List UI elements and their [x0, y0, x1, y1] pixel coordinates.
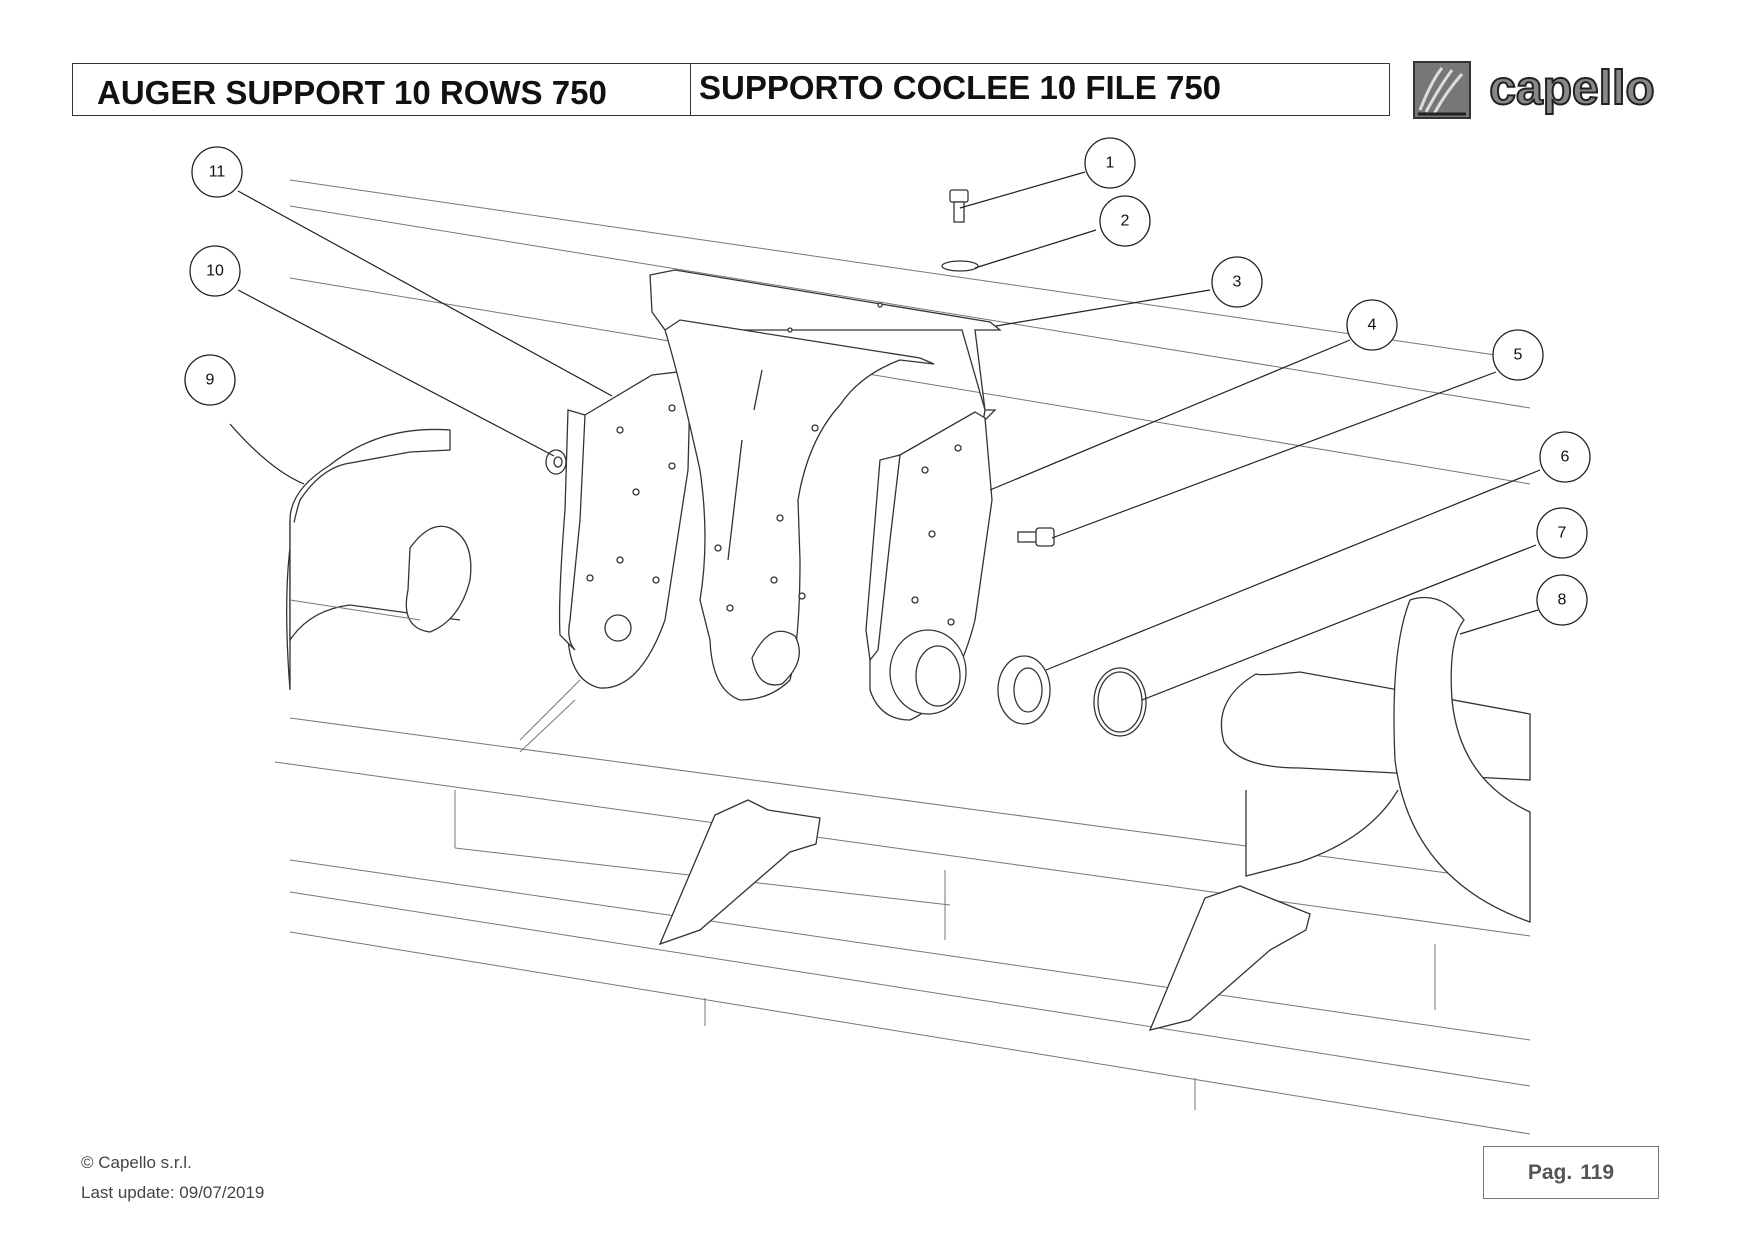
part-1-bolt [949, 189, 969, 223]
copyright-text: © Capello s.r.l. [81, 1153, 192, 1172]
part-5-bolt [1017, 527, 1055, 547]
svg-text:2: 2 [1121, 213, 1130, 230]
page-number-box: Pag. 119 [1483, 1146, 1659, 1199]
part-11-left-side-plate [558, 371, 691, 689]
callout-4: 4 [1346, 299, 1398, 351]
svg-text:5: 5 [1514, 347, 1523, 364]
capello-logo: capello [1413, 61, 1656, 119]
callout-8: 8 [1536, 574, 1588, 626]
part-3-central-bracket [649, 269, 1002, 701]
frame-lines [274, 179, 1531, 1135]
svg-text:1: 1 [1106, 155, 1115, 172]
callout-2: 2 [1099, 195, 1151, 247]
part-6-bearing [997, 655, 1051, 725]
callout-1: 1 [1084, 137, 1136, 189]
svg-text:9: 9 [206, 372, 215, 389]
leader-lines [229, 171, 1541, 701]
svg-text:11: 11 [209, 164, 226, 181]
svg-text:4: 4 [1368, 317, 1377, 334]
page-number: 119 [1580, 1160, 1615, 1184]
title-italian: SUPPORTO COCLEE 10 FILE 750 [699, 68, 1222, 106]
callout-9: 9 [184, 354, 236, 406]
title-english: AUGER SUPPORT 10 ROWS 750 [73, 64, 691, 115]
svg-text:10: 10 [206, 263, 224, 280]
callout-3: 3 [1211, 256, 1263, 308]
last-update-text: Last update: 09/07/2019 [81, 1183, 265, 1202]
part-7-circlip [1093, 667, 1147, 737]
callout-10: 10 [189, 245, 241, 297]
part-4-right-side-plate [865, 411, 993, 721]
title-bar: AUGER SUPPORT 10 ROWS 750 SUPPORTO COCLE… [72, 63, 1390, 116]
callout-6: 6 [1539, 431, 1591, 483]
svg-text:7: 7 [1558, 525, 1567, 542]
svg-text:8: 8 [1558, 592, 1567, 609]
page-label: Pag. [1527, 1160, 1573, 1184]
callout-11: 11 [191, 146, 243, 198]
part-8-right-auger [1220, 596, 1531, 923]
part-10-nut [545, 449, 567, 475]
divider-plates [658, 799, 1311, 1031]
svg-text:capello: capello [1489, 62, 1654, 115]
svg-text:3: 3 [1233, 274, 1242, 291]
part-9-left-auger [286, 428, 472, 691]
svg-text:6: 6 [1561, 449, 1570, 466]
callout-7: 7 [1536, 507, 1588, 559]
part-2-washer [941, 260, 979, 272]
callout-5: 5 [1492, 329, 1544, 381]
